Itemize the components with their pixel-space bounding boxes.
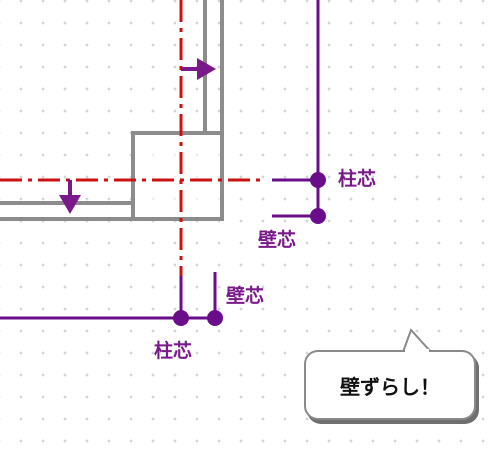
label-wall-center-bottom: 壁芯 xyxy=(226,285,265,307)
callout-tail-seam xyxy=(405,349,429,353)
dimension-dot-wall-center-right xyxy=(310,208,326,224)
label-column-center-right: 柱芯 xyxy=(338,168,377,190)
callout-text: 壁ずらし！ xyxy=(340,374,440,399)
arrow-down-icon xyxy=(59,180,81,214)
arrow-right-icon xyxy=(181,58,216,80)
dimension-dot-column-center-right xyxy=(310,172,326,188)
dimension-dot-wall-center-bottom xyxy=(207,310,223,326)
callout-bubble: 壁ずらし！ xyxy=(304,350,476,420)
column-square xyxy=(131,131,224,221)
label-column-center-bottom: 柱芯 xyxy=(154,340,193,362)
dimension-dot-column-center-bottom xyxy=(173,310,189,326)
label-wall-center-right: 壁芯 xyxy=(258,229,297,251)
